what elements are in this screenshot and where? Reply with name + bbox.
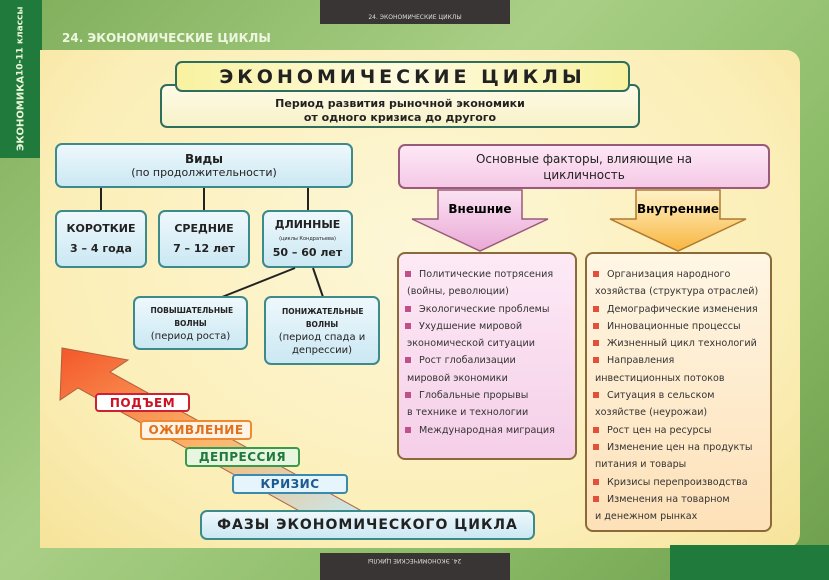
medium-cycle: СРЕДНИЕ 7 – 12 лет: [158, 210, 250, 268]
internal-label: Внутренние: [636, 202, 720, 216]
cycle-name: СРЕДНИЕ: [174, 222, 234, 235]
cycle-name: ДЛИННЫЕ: [274, 218, 341, 231]
long-cycle: ДЛИННЫЕ (циклы Кондратьева) 50 – 60 лет: [262, 210, 353, 268]
phases-title: ФАЗЫ ЭКОНОМИЧЕСКОГО ЦИКЛА: [200, 510, 535, 540]
factor-item: Глобальные прорывы: [403, 387, 569, 404]
factor-item: Международная миграция: [403, 422, 569, 439]
factor-item: Инновационные процессы: [591, 318, 764, 335]
phase-depression: ДЕПРЕССИЯ: [185, 447, 300, 467]
corner-block: [670, 545, 829, 580]
cycle-duration: 3 – 4 года: [70, 242, 132, 255]
falling-waves: ПОНИЖАТЕЛЬНЫЕ ВОЛНЫ(период спада и депре…: [264, 296, 380, 365]
top-bar: 24. ЭКОНОМИЧЕСКИЕ ЦИКЛЫ: [320, 0, 510, 24]
factor-item: Ситуация в сельском: [591, 387, 764, 404]
factor-item: Демографические изменения: [591, 301, 764, 318]
connector: [307, 188, 309, 210]
factor-item: Политические потрясения: [403, 266, 569, 283]
wave-desc: (период роста): [150, 330, 231, 342]
factor-item-continued: хозяйства (структура отраслей): [595, 286, 759, 298]
internal-factors-list: Организация народного хозяйства (структур…: [585, 252, 772, 532]
phase-rise: ПОДЪЕМ: [95, 393, 190, 412]
wave-desc: (период спада и депрессии): [278, 331, 366, 356]
factor-item: Ухудшение мировой: [403, 318, 569, 335]
factor-item-continued: (войны, революции): [407, 286, 509, 298]
connector: [100, 188, 102, 210]
phase-recovery: ОЖИВЛЕНИЕ: [140, 420, 252, 440]
factor-item-continued: мировой экономики: [407, 372, 508, 384]
cycle-name: КОРОТКИЕ: [66, 222, 136, 235]
factor-item: Жизненный цикл технологий: [591, 335, 764, 352]
definition-line: от одного кризиса до другого: [303, 111, 497, 124]
cycle-note: (циклы Кондратьева): [279, 236, 336, 242]
factor-item: Кризисы перепроизводства: [591, 474, 764, 491]
factor-item: Направления: [591, 352, 764, 369]
external-label: Внешние: [448, 202, 512, 216]
rising-waves: ПОВЫШАТЕЛЬНЫЕ ВОЛНЫ (период роста): [133, 296, 248, 350]
phase-crisis: КРИЗИС: [232, 474, 348, 494]
external-factors-list: Политические потрясения (войны, революции…: [397, 252, 577, 460]
types-title: Виды: [184, 152, 224, 166]
cycle-duration: 50 – 60 лет: [272, 246, 343, 259]
short-cycle: КОРОТКИЕ 3 – 4 года: [55, 210, 147, 268]
types-box: Виды(по продолжительности): [55, 143, 353, 188]
factor-item-continued: в технике и технологии: [407, 407, 529, 419]
factor-item: Изменение цен на продукты: [591, 439, 764, 456]
factor-item-continued: и денежном рынках: [595, 511, 698, 523]
factor-item: Экологические проблемы: [403, 301, 569, 318]
factor-arrows: [411, 189, 747, 252]
factor-item: Рост цен на ресурсы: [591, 422, 764, 439]
cycle-duration: 7 – 12 лет: [173, 242, 235, 255]
bottom-bar: 24. ЭКОНОМИЧЕСКИЕ ЦИКЛЫ: [320, 553, 510, 580]
factor-item: Рост глобализации: [403, 352, 569, 369]
factor-item: Изменения на товарном: [591, 491, 764, 508]
header: 24. ЭКОНОМИЧЕСКИЕ ЦИКЛЫ: [62, 31, 271, 45]
factor-item-continued: питания и товары: [595, 459, 687, 471]
connector: [203, 188, 205, 210]
factor-item-continued: хозяйстве (неурожаи): [595, 407, 708, 419]
types-subtitle: (по продолжительности): [131, 166, 277, 179]
wave-name: ПОВЫШАТЕЛЬНЫЕ ВОЛНЫ: [150, 305, 234, 328]
factor-item: Организация народного: [591, 266, 764, 283]
page-title: ЭКОНОМИЧЕСКИЕ ЦИКЛЫ: [175, 61, 630, 92]
definition-line: Период развития рыночной экономики: [275, 97, 525, 110]
factor-item-continued: экономической ситуации: [407, 338, 535, 350]
factor-item-continued: инвестиционных потоков: [595, 372, 725, 384]
wave-name: ПОНИЖАТЕЛЬНЫЕ ВОЛНЫ: [282, 306, 364, 329]
top-bar-text: 24. ЭКОНОМИЧЕСКИЕ ЦИКЛЫ: [368, 14, 462, 21]
factors-box: Основные факторы, влияющие на цикличност…: [398, 144, 770, 189]
